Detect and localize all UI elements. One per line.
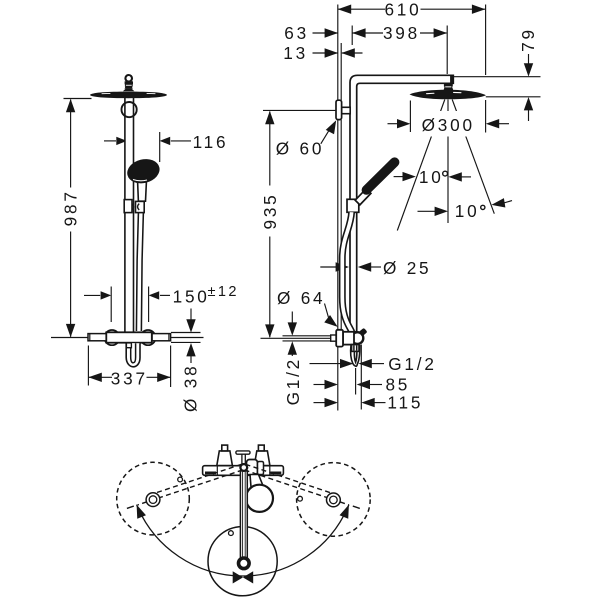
svg-text:935: 935	[260, 192, 280, 229]
svg-text:85: 85	[385, 375, 410, 395]
svg-text:987: 987	[60, 189, 80, 226]
svg-text:Ø 60: Ø 60	[276, 139, 324, 159]
svg-text:10: 10	[455, 201, 480, 221]
svg-text:63: 63	[284, 23, 309, 43]
svg-text:Ø 38: Ø 38	[181, 364, 201, 412]
svg-text:115: 115	[387, 393, 423, 413]
svg-text:398: 398	[383, 23, 420, 43]
svg-text:79: 79	[518, 27, 538, 52]
svg-text:116: 116	[193, 132, 229, 152]
svg-text:150: 150	[173, 286, 210, 306]
svg-text:337: 337	[111, 368, 148, 388]
svg-text:Ø300: Ø300	[422, 115, 475, 135]
svg-text:Ø 25: Ø 25	[383, 258, 431, 278]
svg-text:G1/2: G1/2	[283, 357, 303, 405]
svg-text:G1/2: G1/2	[388, 354, 436, 374]
svg-text:610: 610	[384, 0, 421, 19]
svg-text:Ø 64: Ø 64	[277, 288, 325, 308]
svg-text:±12: ±12	[208, 284, 239, 300]
svg-text:13: 13	[283, 43, 308, 63]
svg-text:10: 10	[419, 167, 444, 187]
